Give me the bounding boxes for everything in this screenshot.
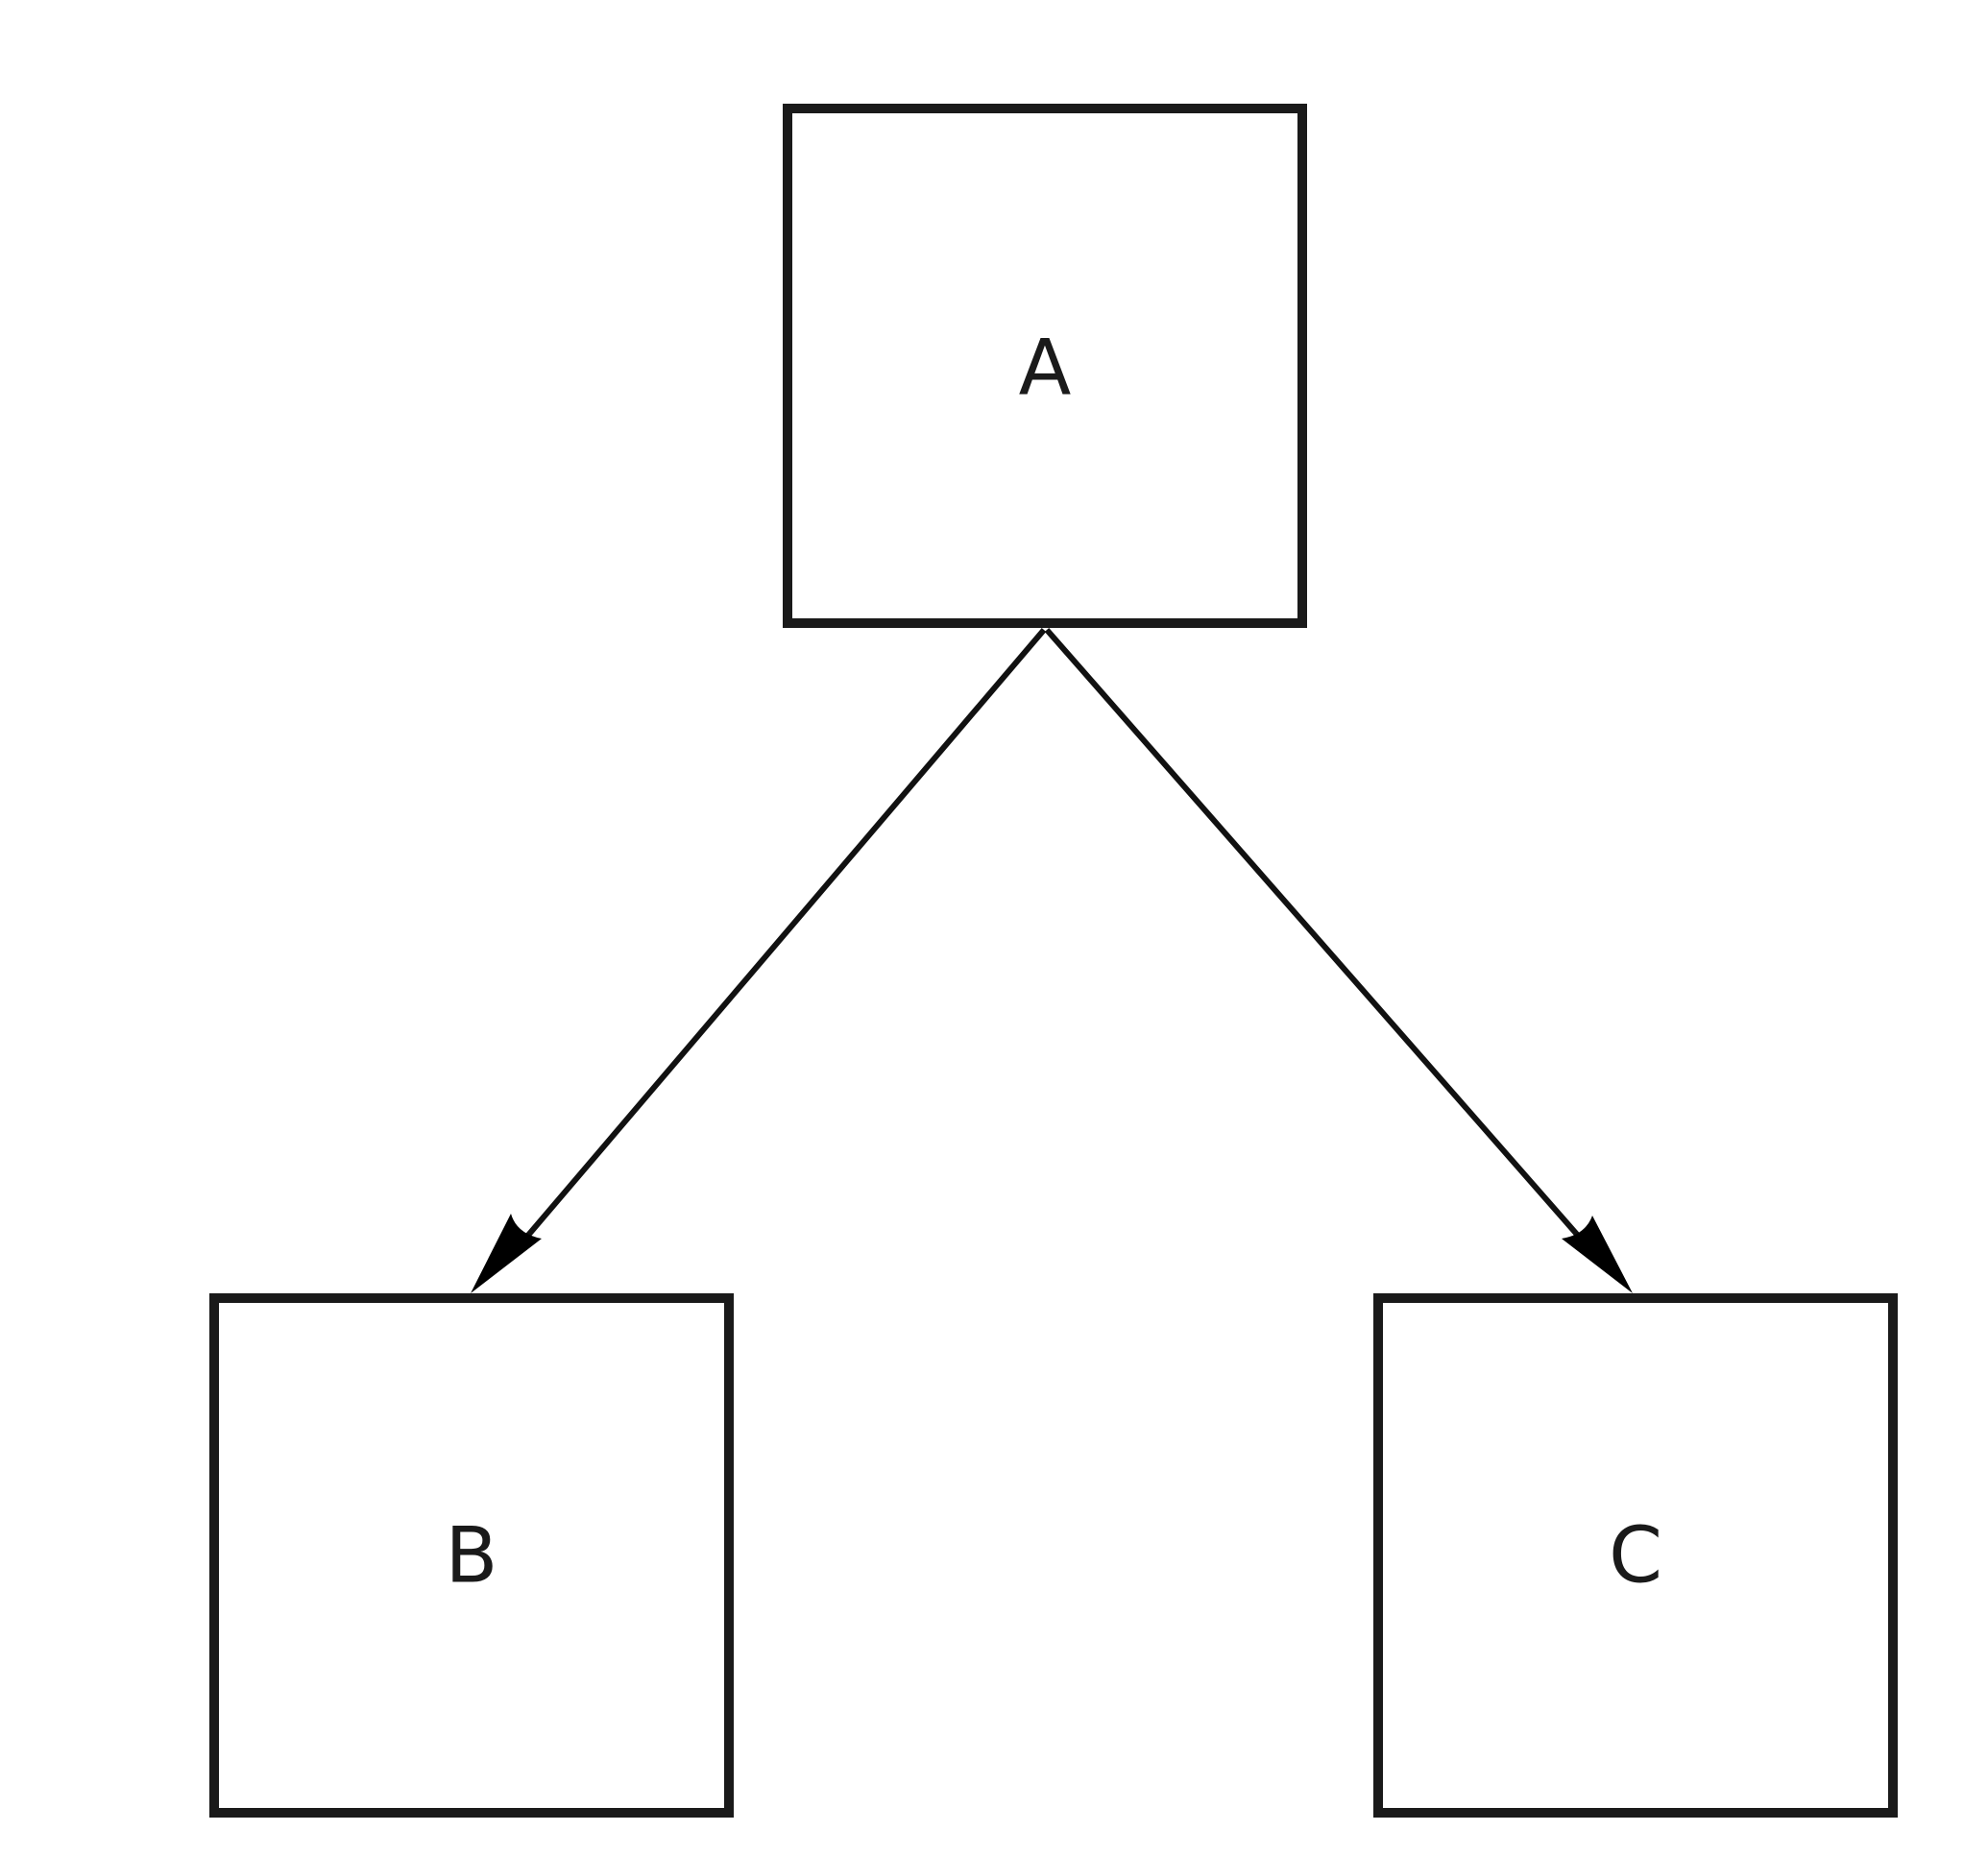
arrowhead-b-icon xyxy=(471,1214,542,1293)
node-c-label: C xyxy=(1609,1511,1662,1601)
node-c-box xyxy=(1373,1293,1898,1818)
node-a-label: A xyxy=(1019,324,1072,413)
edge-line-a-to-c xyxy=(1044,628,1589,1247)
node-b[interactable]: B xyxy=(209,1293,734,1818)
edge-line-a-to-b xyxy=(517,628,1047,1247)
edge-a-to-b xyxy=(471,628,1047,1293)
node-b-box xyxy=(209,1293,734,1818)
arrowhead-c-icon xyxy=(1562,1216,1633,1293)
edge-a-to-c xyxy=(1044,628,1633,1293)
node-a[interactable]: A xyxy=(783,104,1307,628)
node-a-box xyxy=(783,104,1307,628)
node-b-label: B xyxy=(446,1511,498,1601)
node-c[interactable]: C xyxy=(1373,1293,1898,1818)
